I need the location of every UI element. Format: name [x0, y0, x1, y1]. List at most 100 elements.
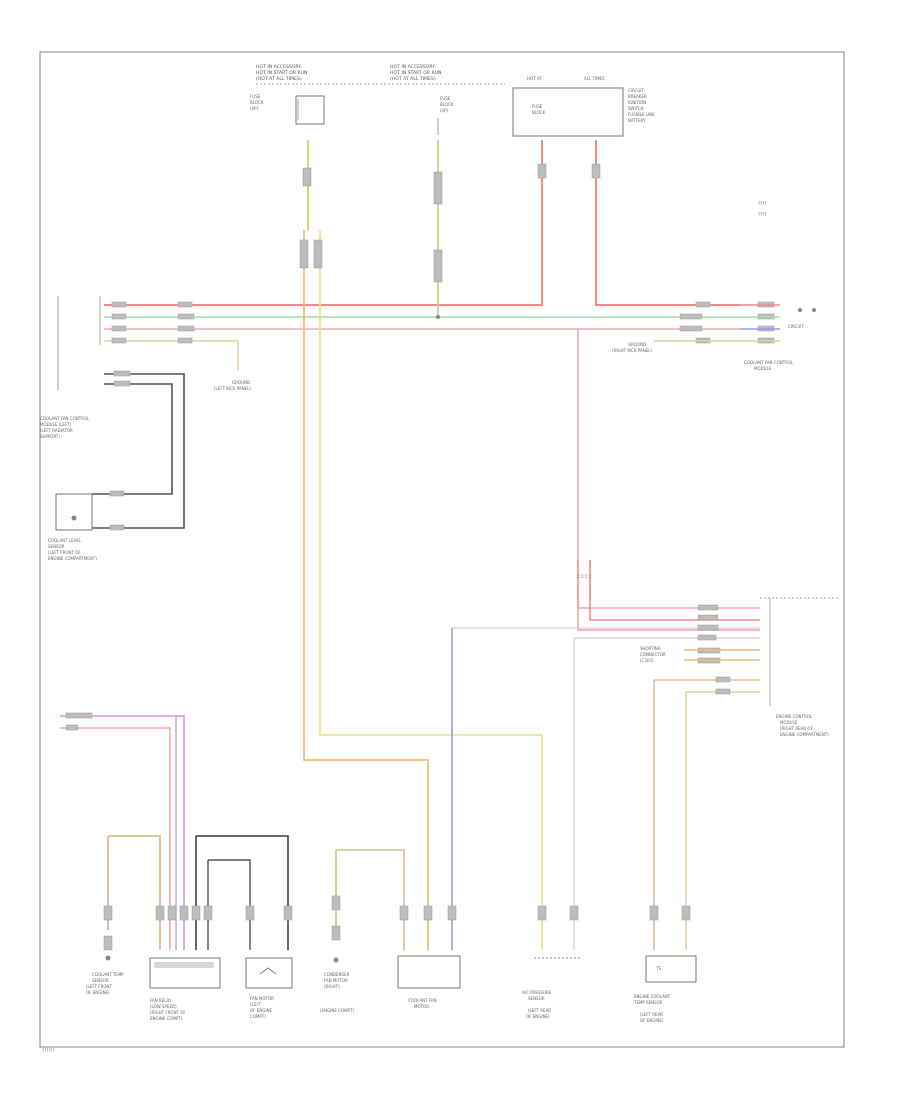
svg-text:COOLANT FAN CONTROL: COOLANT FAN CONTROL: [744, 360, 794, 365]
svg-text:HOT AT: HOT AT: [527, 76, 542, 81]
svg-text:ENGINE COMPT): ENGINE COMPT): [150, 1016, 183, 1021]
svg-text:COOLANT FAN CONTROL: COOLANT FAN CONTROL: [40, 416, 90, 421]
ecu-right: COOLANT FAN CONTROL MODULE: [744, 360, 794, 371]
svg-text:(LEFT: (LEFT: [250, 1002, 262, 1007]
svg-text:CONNECTOR: CONNECTOR: [640, 652, 666, 657]
svg-text:CIRCUIT: CIRCUIT: [788, 324, 804, 329]
svg-text:OF ENGINE: OF ENGINE: [250, 1008, 273, 1013]
wire-gray: [573, 637, 760, 950]
svg-text:MOTOR: MOTOR: [414, 1004, 429, 1009]
ground-right: GROUND (RIGHT KICK PANEL): [612, 342, 652, 353]
svg-text:CIRCUIT: CIRCUIT: [628, 88, 644, 93]
svg-text:TEMP SENSOR: TEMP SENSOR: [633, 1000, 663, 1005]
wire-tan-low: [107, 835, 161, 950]
svg-text:COOLANT LEVEL: COOLANT LEVEL: [48, 538, 82, 543]
svg-text:SUPPORT): SUPPORT): [40, 434, 60, 439]
bottom-fan-motor: FAN MOTOR (LEFT OF ENGINE COMPT): [245, 957, 293, 1019]
legend: ???? ????: [758, 201, 767, 217]
svg-text:COOLANT TEMP: COOLANT TEMP: [92, 972, 124, 977]
diagram-frame: [39, 51, 845, 1048]
svg-text:SENSOR: SENSOR: [92, 978, 109, 983]
bottom-fan-relay: FAN RELAY (LOW SPEED) (RIGHT FRONT OF EN…: [149, 957, 221, 1021]
svg-text:SENSOR: SENSOR: [48, 544, 65, 549]
svg-text:COMPT): COMPT): [250, 1014, 266, 1019]
svg-text:FAN RELAY: FAN RELAY: [150, 998, 172, 1003]
svg-text:SHORTING: SHORTING: [640, 646, 661, 651]
svg-text:(LEFT KICK PANEL): (LEFT KICK PANEL): [214, 386, 251, 391]
svg-text:HOT IN ACCESSORY,: HOT IN ACCESSORY,: [256, 64, 303, 70]
svg-text:IGNITION: IGNITION: [628, 100, 646, 105]
svg-text:FUSE: FUSE: [532, 104, 543, 109]
svg-text:ALL TIMES: ALL TIMES: [584, 76, 605, 81]
svg-text:ENGINE COMPARTMENT): ENGINE COMPARTMENT): [780, 732, 829, 737]
svg-text:HOT IN ACCESSORY,: HOT IN ACCESSORY,: [390, 64, 437, 70]
wire-red-main: [104, 140, 543, 306]
svg-text:FAN MOTOR: FAN MOTOR: [250, 996, 274, 1001]
bottom-coolant-temp-sensor: COOLANT TEMP SENSOR (LEFT FRONT OF ENGIN…: [86, 955, 124, 995]
wire-red-trunk: [589, 560, 760, 621]
svg-text:ENGINE COOLANT: ENGINE COOLANT: [634, 994, 671, 999]
svg-text:????: ????: [758, 212, 767, 217]
fuse-left: FUSE BLOCK (I/P): [250, 94, 325, 125]
bus-labels-right: CIRCUIT: [654, 301, 816, 344]
svg-text:BATTERY: BATTERY: [628, 118, 646, 123]
sensor-left: COOLANT LEVEL SENSOR (LEFT FRONT OF ENGI…: [48, 493, 97, 561]
wire-tan-mid-low: [335, 849, 405, 950]
svg-text:BREAKER: BREAKER: [628, 94, 647, 99]
svg-text:BLOCK: BLOCK: [440, 102, 454, 107]
fuse-box-right: HOT AT ALL TIMES FUSE BLOCK CIRCUIT BREA…: [512, 76, 655, 137]
svg-text:CONDENSER: CONDENSER: [324, 972, 350, 977]
bottom-ac-pressure-sensor: A/C PRESSURE SENSOR (LEFT REAR OF ENGINE…: [522, 957, 580, 1019]
svg-text:(LEFT RADIATOR: (LEFT RADIATOR: [40, 428, 73, 433]
switch-left: COOLANT FAN CONTROL MODULE (LEFT) (LEFT …: [40, 370, 185, 531]
fuse-mid: FUSE BLOCK (I/P): [437, 96, 454, 135]
svg-text:SWITCH: SWITCH: [628, 106, 644, 111]
wire-pink-trunk: [577, 329, 760, 609]
svg-text:COOLANT FAN: COOLANT FAN: [408, 998, 437, 1003]
svg-text:C 1 C 1: C 1 C 1: [577, 574, 592, 579]
wire-magenta: [60, 715, 185, 950]
svg-text:(HOT AT ALL TIMES): (HOT AT ALL TIMES): [256, 76, 302, 82]
bottom-connector-stubs: [103, 895, 691, 951]
engine-control-module: ENGINE CONTROL MODULE (RIGHT REAR OF ENG…: [653, 676, 829, 950]
svg-text:MODULE: MODULE: [754, 366, 772, 371]
svg-text:GROUND: GROUND: [628, 342, 646, 347]
wire-red-right: [595, 140, 740, 306]
svg-text:HOT IN START OR RUN: HOT IN START OR RUN: [390, 70, 441, 76]
bottom-coolant-fan-motor: COOLANT FAN MOTOR: [397, 955, 461, 1009]
svg-text:(RIGHT): (RIGHT): [324, 984, 340, 989]
wire-orange-trunk: [303, 230, 429, 950]
svg-text:SENSOR: SENSOR: [528, 996, 545, 1001]
engine-ctrl-connectors: SHORTING CONNECTOR (C305): [640, 597, 840, 706]
svg-text:MODULE: MODULE: [780, 720, 798, 725]
ground-left: GROUND (LEFT KICK PANEL): [214, 380, 251, 391]
bottom-condenser-fan: CONDENSER FAN MOTOR (RIGHT) (ENGINE COMP…: [320, 957, 354, 1013]
svg-text:BLOCK: BLOCK: [250, 100, 264, 105]
wire-yellow-trunk: [307, 140, 543, 950]
ecu-top-mid: HOT IN ACCESSORY, HOT IN START OR RUN (H…: [380, 64, 505, 85]
svg-text:FUSE: FUSE: [250, 94, 261, 99]
svg-text:FAN MOTOR: FAN MOTOR: [324, 978, 348, 983]
svg-text:(RIGHT KICK PANEL): (RIGHT KICK PANEL): [612, 348, 652, 353]
svg-text:OF ENGINE): OF ENGINE): [526, 1014, 550, 1019]
svg-text:(RIGHT FRONT OF: (RIGHT FRONT OF: [150, 1010, 186, 1015]
svg-text:BLOCK: BLOCK: [532, 110, 546, 115]
svg-text:(LEFT REAR: (LEFT REAR: [528, 1008, 551, 1013]
svg-text:(I/P): (I/P): [440, 108, 449, 113]
svg-text:A/C PRESSURE: A/C PRESSURE: [522, 990, 552, 995]
svg-text:(LEFT REAR: (LEFT REAR: [640, 1012, 663, 1017]
wire-yellow-short: [104, 340, 239, 370]
wire-pink-low: [60, 727, 171, 950]
bottom-engine-coolant-temp: TS ENGINE COOLANT TEMP SENSOR (LEFT REAR…: [633, 955, 697, 1023]
svg-text:(LEFT FRONT OF: (LEFT FRONT OF: [48, 550, 81, 555]
svg-text:MODULE (LEFT): MODULE (LEFT): [40, 422, 72, 427]
svg-text:GROUND: GROUND: [232, 380, 250, 385]
ecu-top-left: HOT IN ACCESSORY, HOT IN START OR RUN (H…: [256, 64, 380, 85]
svg-text:HOT IN START OR RUN: HOT IN START OR RUN: [256, 70, 307, 76]
svg-text:FUSE: FUSE: [440, 96, 451, 101]
svg-text:(ENGINE COMPT): (ENGINE COMPT): [320, 1008, 354, 1013]
svg-text:OF ENGINE): OF ENGINE): [640, 1018, 664, 1023]
svg-text:????: ????: [758, 201, 767, 206]
svg-text:(HOT AT ALL TIMES): (HOT AT ALL TIMES): [390, 76, 436, 82]
